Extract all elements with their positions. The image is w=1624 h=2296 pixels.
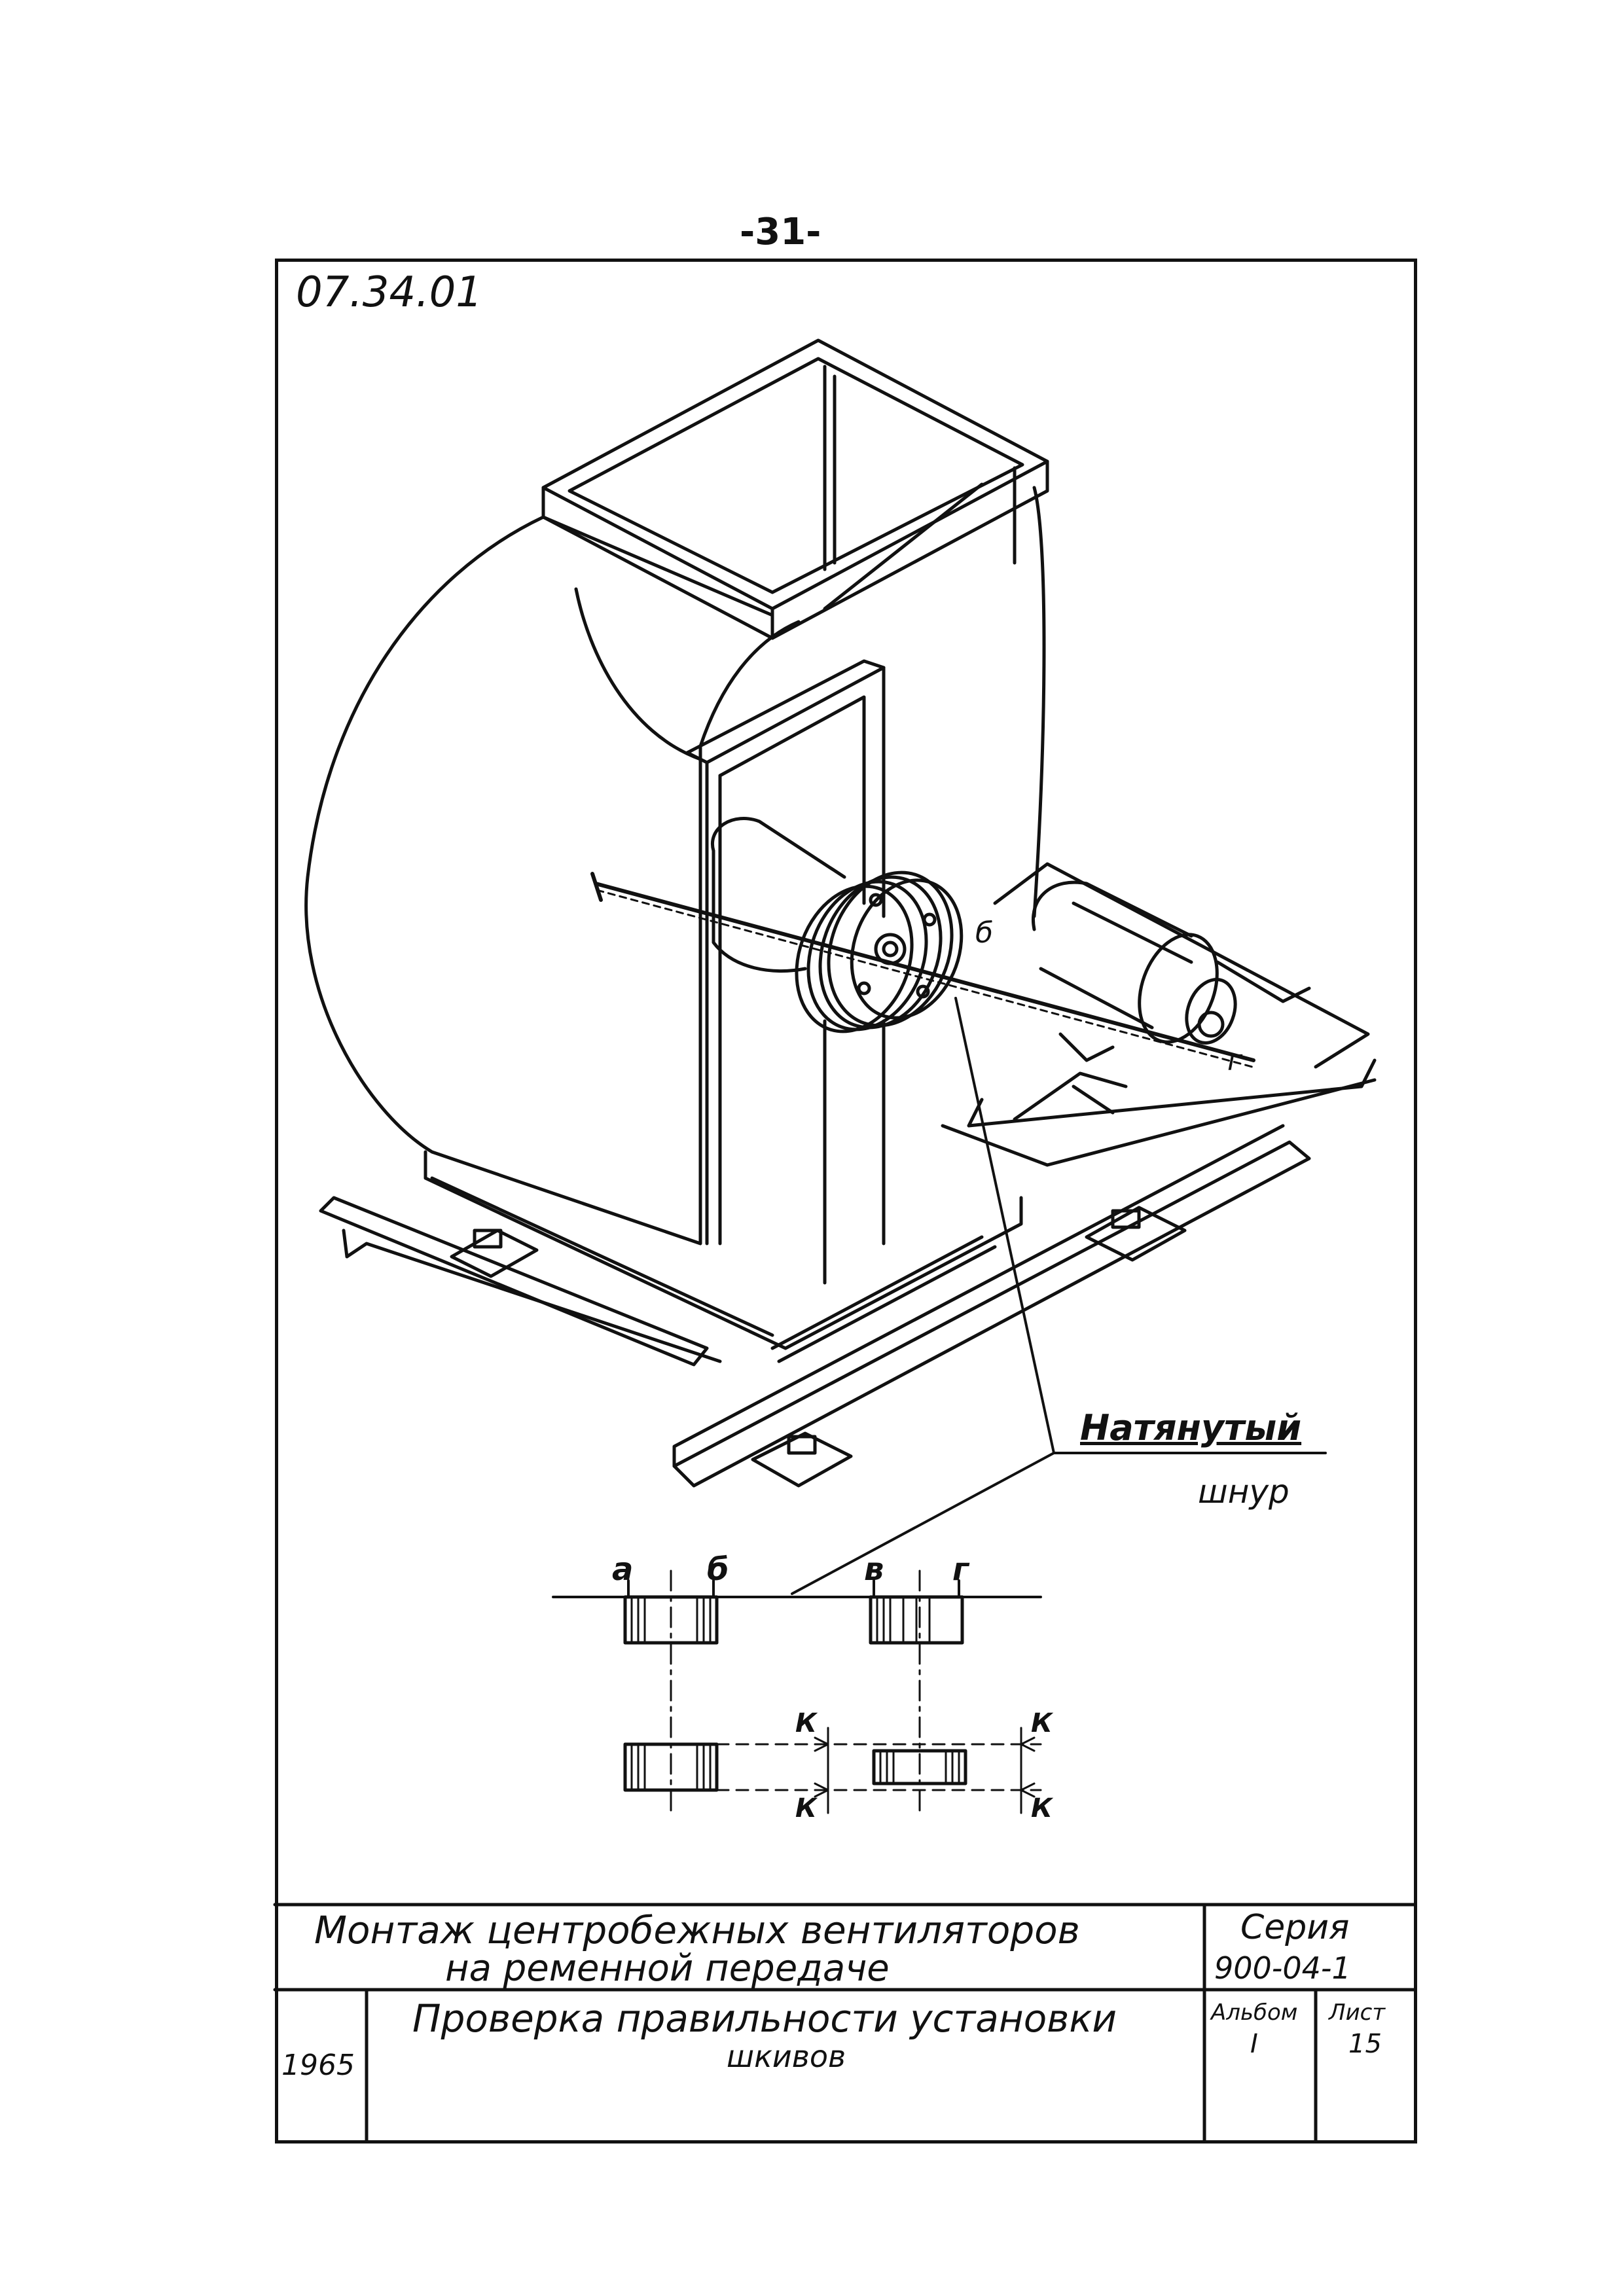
year: 1965 xyxy=(281,2049,355,2082)
point-g-label: г xyxy=(1227,1044,1243,1077)
outlet-flange xyxy=(541,338,1049,640)
label-v: в xyxy=(864,1551,884,1588)
drawing-frame xyxy=(275,259,1417,2144)
drawing-code: 07.34.01 xyxy=(296,268,482,317)
series-label: Серия xyxy=(1240,1908,1350,1947)
album-value: I xyxy=(1250,2029,1258,2059)
fan-shaft-and-sheave xyxy=(711,817,964,1033)
bearing-pedestal xyxy=(685,659,886,1285)
sheave-alignment-diagram xyxy=(552,1570,1042,1814)
series-value: 900-04-1 xyxy=(1214,1950,1351,1986)
label-k-bottom-right: К xyxy=(1031,1793,1053,1823)
title-line1: Монтаж центробежных вентиляторов xyxy=(314,1908,1080,1952)
fan-housing xyxy=(304,482,1046,1246)
sheet-label: Лист xyxy=(1329,2000,1386,2026)
motor-base-frame xyxy=(941,862,1377,1167)
callout-line1: Натянутый xyxy=(1080,1407,1302,1448)
label-k-top-right: К xyxy=(1031,1708,1053,1738)
title-line2: на ременной передаче xyxy=(445,1947,890,1990)
subtitle-line1: Проверка правильности установки xyxy=(412,1996,1117,2041)
point-b-label: б xyxy=(975,916,994,950)
title-block-lines xyxy=(273,1903,1416,2142)
sheet-value: 15 xyxy=(1348,2029,1382,2059)
label-k-top-left: К xyxy=(795,1708,817,1738)
tensioned-cord xyxy=(590,872,1255,1068)
callout-line2: шнур xyxy=(1198,1473,1290,1511)
base-frame xyxy=(319,1124,1311,1488)
album-label: Альбом xyxy=(1211,2000,1298,2026)
motor xyxy=(1032,880,1237,1045)
label-a: а xyxy=(612,1551,634,1588)
vibration-isolators xyxy=(450,1206,1187,1488)
label-b: б xyxy=(707,1551,729,1588)
page-number: -31- xyxy=(740,211,821,253)
callout-leaders xyxy=(791,997,1327,1595)
subtitle-line2: шкивов xyxy=(727,2039,846,2074)
label-k-bottom-left: К xyxy=(795,1793,817,1823)
label-g: г xyxy=(952,1551,969,1588)
